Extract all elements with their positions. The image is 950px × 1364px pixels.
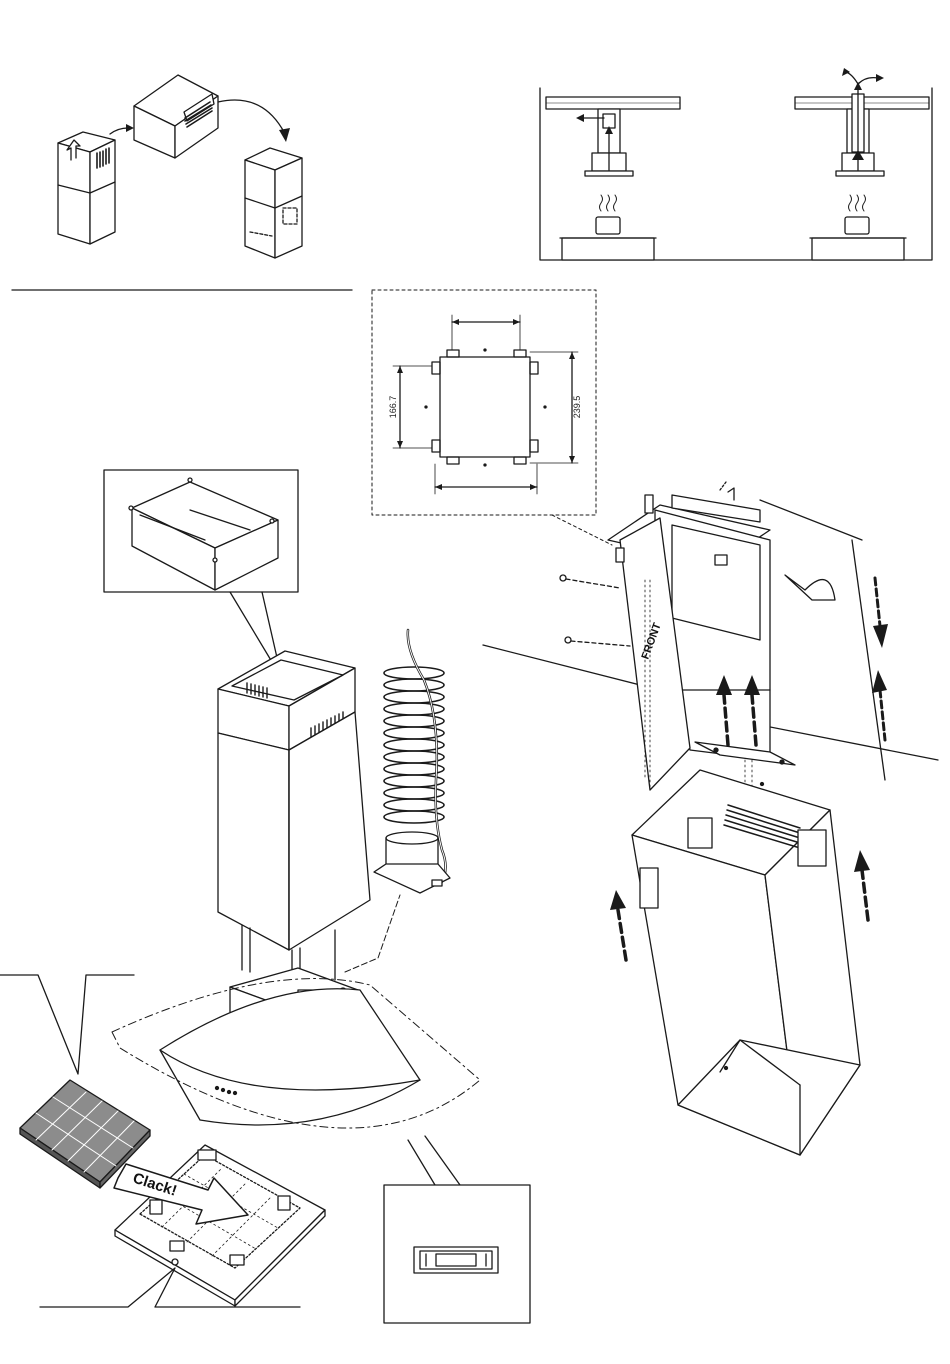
filter-callout-lines	[0, 975, 134, 1074]
flexible-duct-icon	[374, 630, 450, 893]
cooking-pot-icon	[596, 195, 620, 234]
dimension-height-label: 239.5	[572, 396, 582, 419]
airflow-modes-figure	[540, 68, 932, 260]
recirculation-mode	[546, 97, 680, 260]
chimney-reversal-figure	[58, 75, 302, 258]
chimney-right	[245, 148, 302, 258]
chimney-flipped-section	[134, 75, 218, 158]
chimney-cover-exploded	[610, 770, 870, 1155]
support-frame-callout	[104, 470, 298, 662]
ceiling-frame-exploded-view: FRONT	[483, 482, 938, 790]
chimney-left	[58, 132, 115, 244]
ceiling-plate-dimension-detail: 166.7 239.5	[372, 290, 612, 545]
dimension-width-label: 166.7	[388, 396, 398, 419]
curved-arrow-icon	[218, 100, 284, 132]
latch-detail-callout	[384, 1136, 530, 1323]
cooking-pot-icon	[845, 195, 869, 234]
grease-filter-panel: Clack!	[114, 1145, 325, 1306]
extraction-mode	[795, 68, 929, 260]
wall-plug-icon	[785, 575, 835, 600]
curved-arrow-icon	[110, 128, 128, 134]
